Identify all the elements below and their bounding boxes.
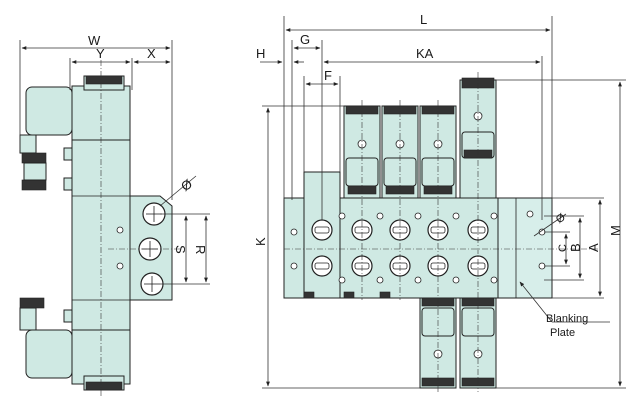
dim-label-y: Y <box>96 46 105 61</box>
upper-solenoid-coil <box>25 86 73 136</box>
side-view: W Y X S R Ø <box>19 33 210 396</box>
manifold-base-side <box>71 139 131 331</box>
dim-label-ka: KA <box>416 46 434 61</box>
dim-label-s: S <box>173 245 188 254</box>
upper-solenoid-stub <box>19 134 37 154</box>
dim-label-b: B <box>568 243 583 252</box>
dim-label-a: A <box>586 243 601 252</box>
dim-label-c: C <box>557 244 569 252</box>
lower-connector-knurl <box>19 297 45 309</box>
front-view: L G H KA F K M A <box>253 12 626 392</box>
dim-label-r: R <box>193 245 208 254</box>
side-clip-upper <box>63 147 73 161</box>
side-clip-mid <box>63 177 73 191</box>
dim-label-m: M <box>608 225 623 236</box>
dim-label-port-m: Ø <box>554 211 568 226</box>
dim-label-k: K <box>253 237 268 246</box>
dim-label-w: W <box>88 33 101 48</box>
dim-label-f: F <box>324 68 332 83</box>
side-clip-lower <box>63 309 73 323</box>
callout-line-1: Blanking <box>546 313 588 325</box>
dim-label-g: G <box>300 32 310 47</box>
lower-solenoid-stub <box>19 307 37 331</box>
callout-line-2: Plate <box>550 327 575 339</box>
blanking-plate <box>497 197 553 299</box>
bottom-pilot-knurl <box>85 381 123 391</box>
dim-label-x: X <box>147 46 156 61</box>
lower-solenoid-coil <box>25 329 73 379</box>
dim-label-h: H <box>256 46 265 61</box>
dim-label-l: L <box>420 12 427 27</box>
upper-lower-knurl <box>21 179 47 191</box>
upper-connector-knurl <box>21 152 47 164</box>
top-pilot-knurl <box>85 75 123 85</box>
upper-connector-body <box>23 162 47 181</box>
